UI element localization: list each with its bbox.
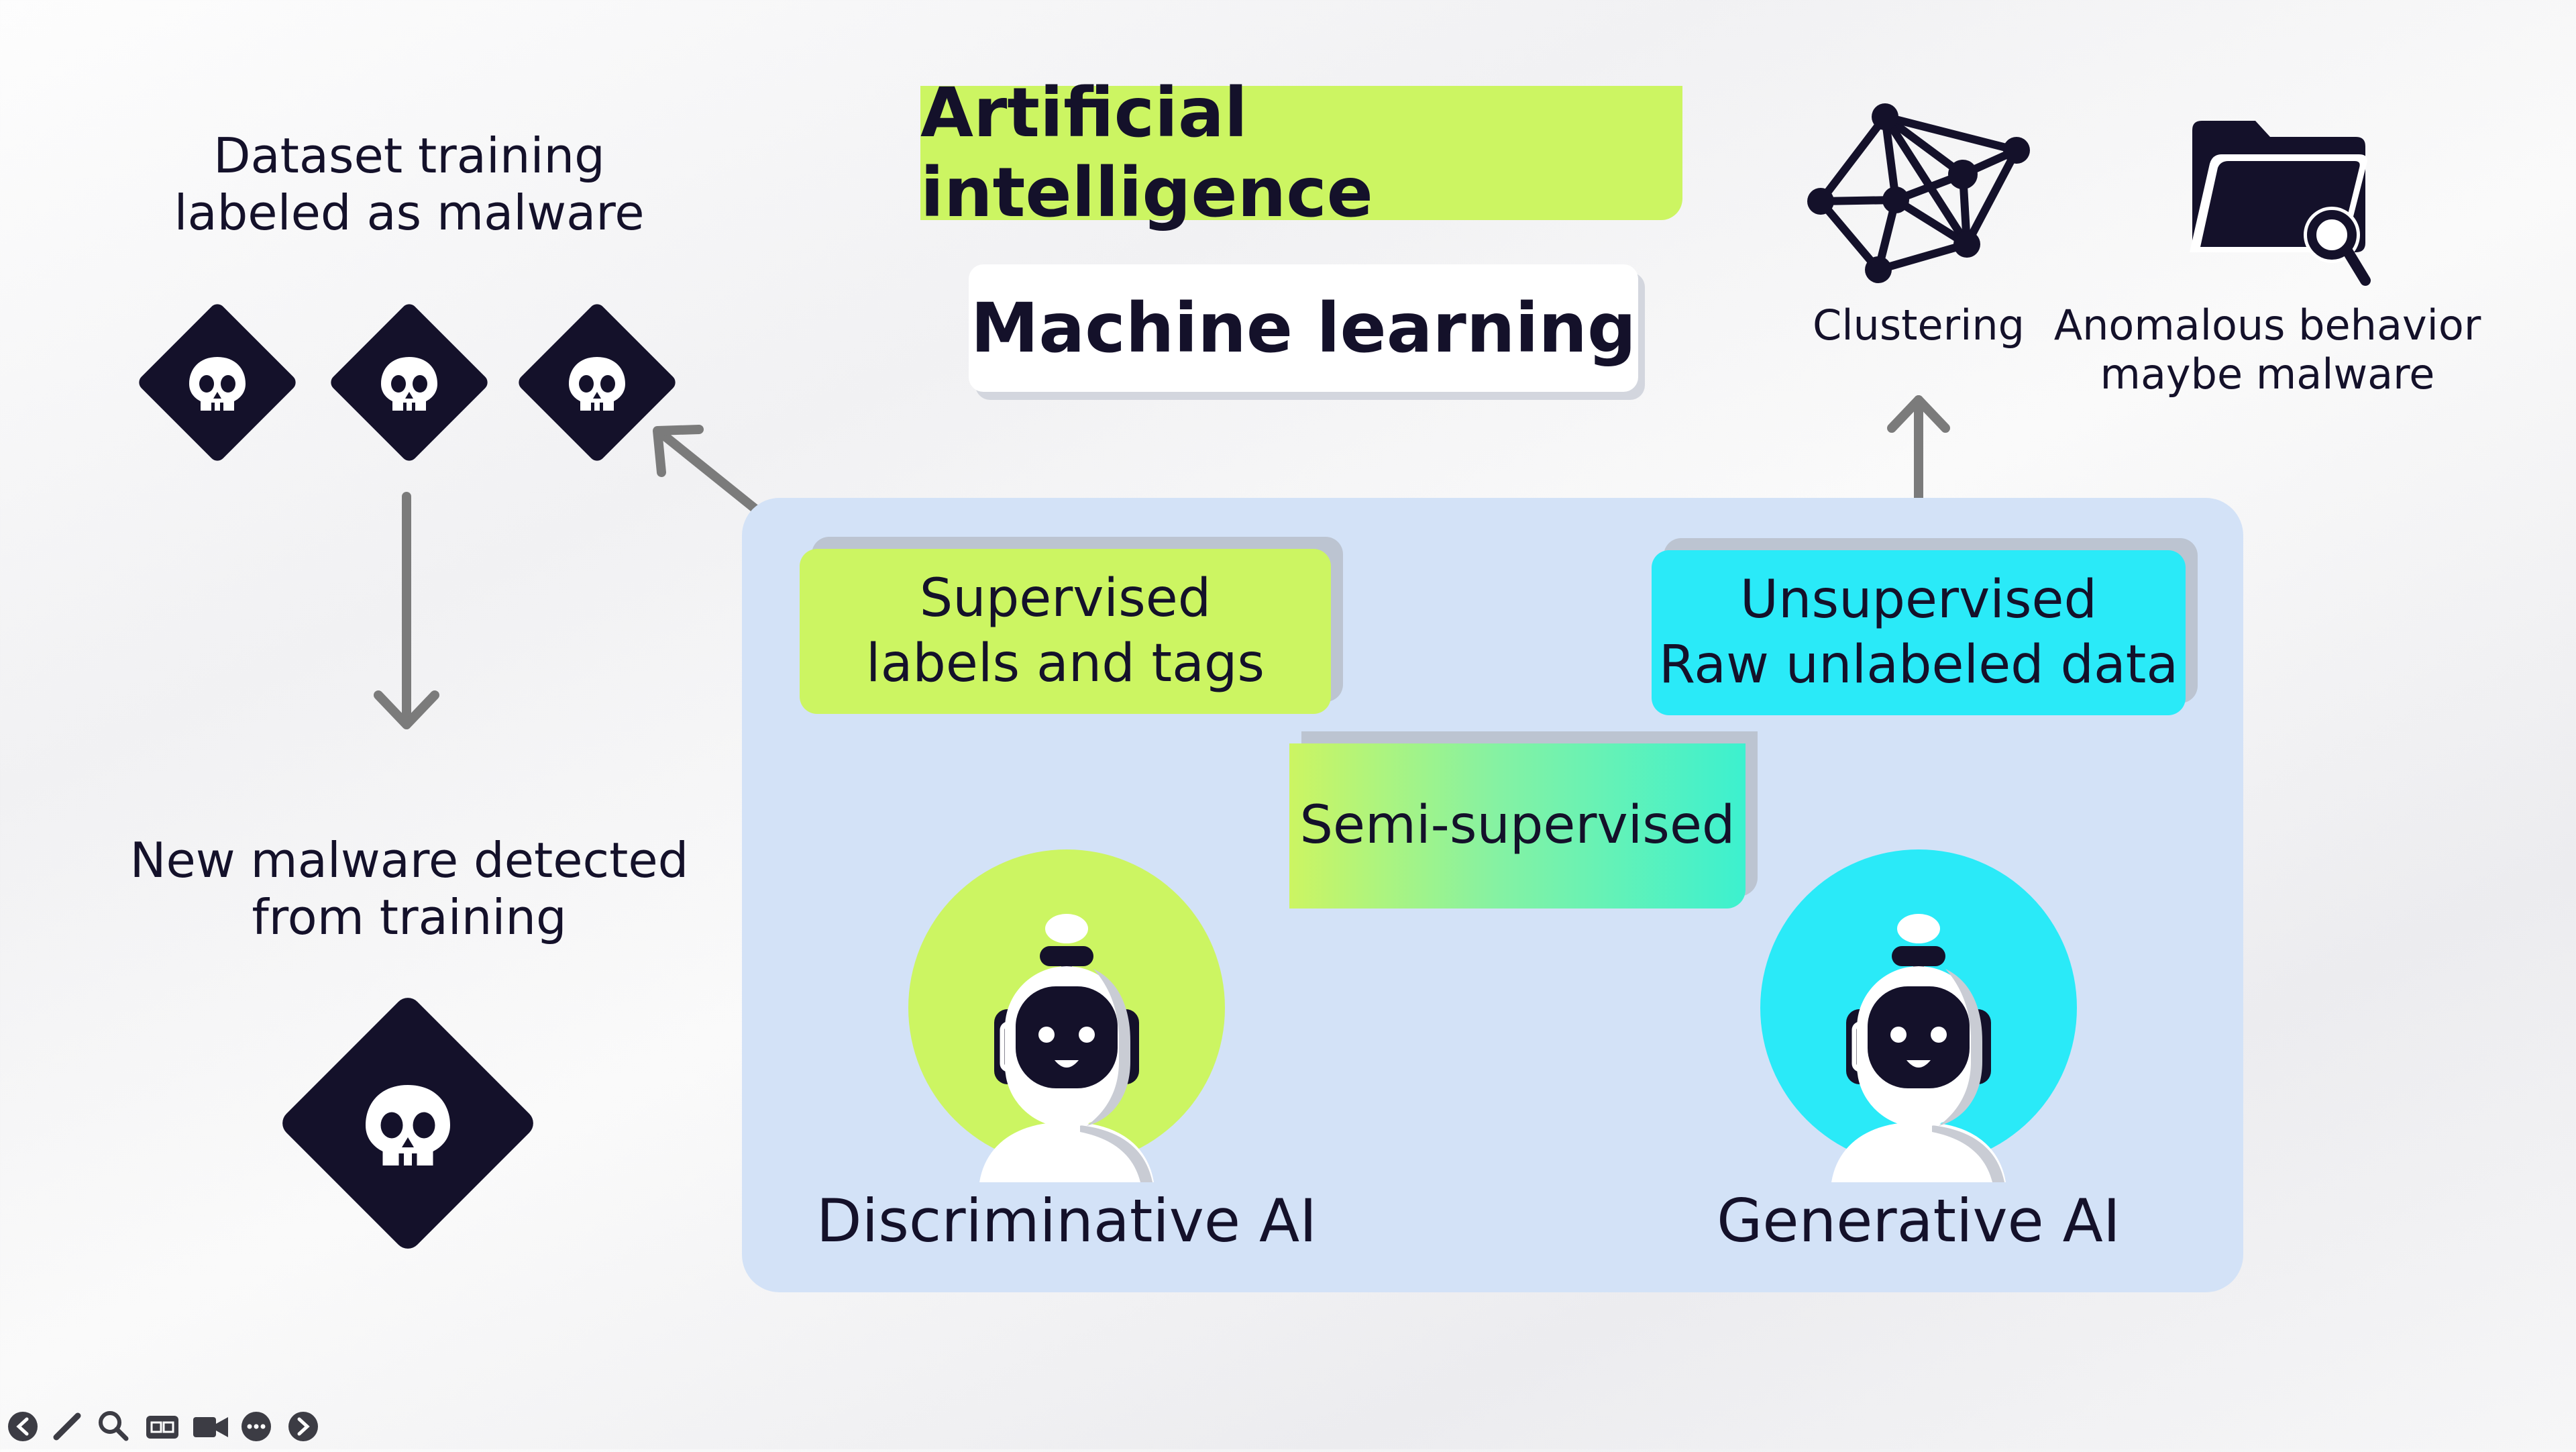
folder-search-icon <box>2190 121 2371 286</box>
skull-icon <box>331 304 488 461</box>
skull-icon <box>519 304 676 461</box>
forward-icon <box>288 1412 318 1441</box>
detected-skull <box>282 998 533 1249</box>
arrow-icon <box>374 492 439 729</box>
generative-label: Generative AI <box>1717 1186 2121 1255</box>
supervised-box: Supervised labels and tags <box>800 549 1331 714</box>
unsupervised-box: Unsupervised Raw unlabeled data <box>1652 550 2186 715</box>
skull-icon <box>282 998 533 1249</box>
detected-label: New malware detected from training <box>129 832 689 945</box>
generative-robot <box>1760 849 2077 1182</box>
captions-icon <box>146 1416 178 1439</box>
pen-icon <box>53 1412 81 1441</box>
dataset-skulls <box>139 304 676 461</box>
skull-icon <box>139 304 296 461</box>
presentation-toolbar <box>0 1402 349 1449</box>
anomalous-label: Anomalous behavior maybe malware <box>2053 301 2481 399</box>
back-icon <box>8 1412 38 1441</box>
network-graph-icon <box>1807 103 2030 283</box>
ai-title: Artificial intelligence <box>920 73 1682 233</box>
more-icon <box>241 1412 271 1441</box>
zoom-icon <box>99 1411 129 1441</box>
discriminative-label: Discriminative AI <box>816 1186 1318 1255</box>
discriminative-robot <box>908 849 1225 1182</box>
clustering-label: Clustering <box>1813 301 2025 350</box>
semi-supervised-box: Semi-supervised <box>1289 743 1746 909</box>
dataset-label: Dataset training labeled as malware <box>174 127 645 241</box>
ml-title: Machine learning <box>969 264 1638 392</box>
camera-icon <box>193 1417 228 1437</box>
